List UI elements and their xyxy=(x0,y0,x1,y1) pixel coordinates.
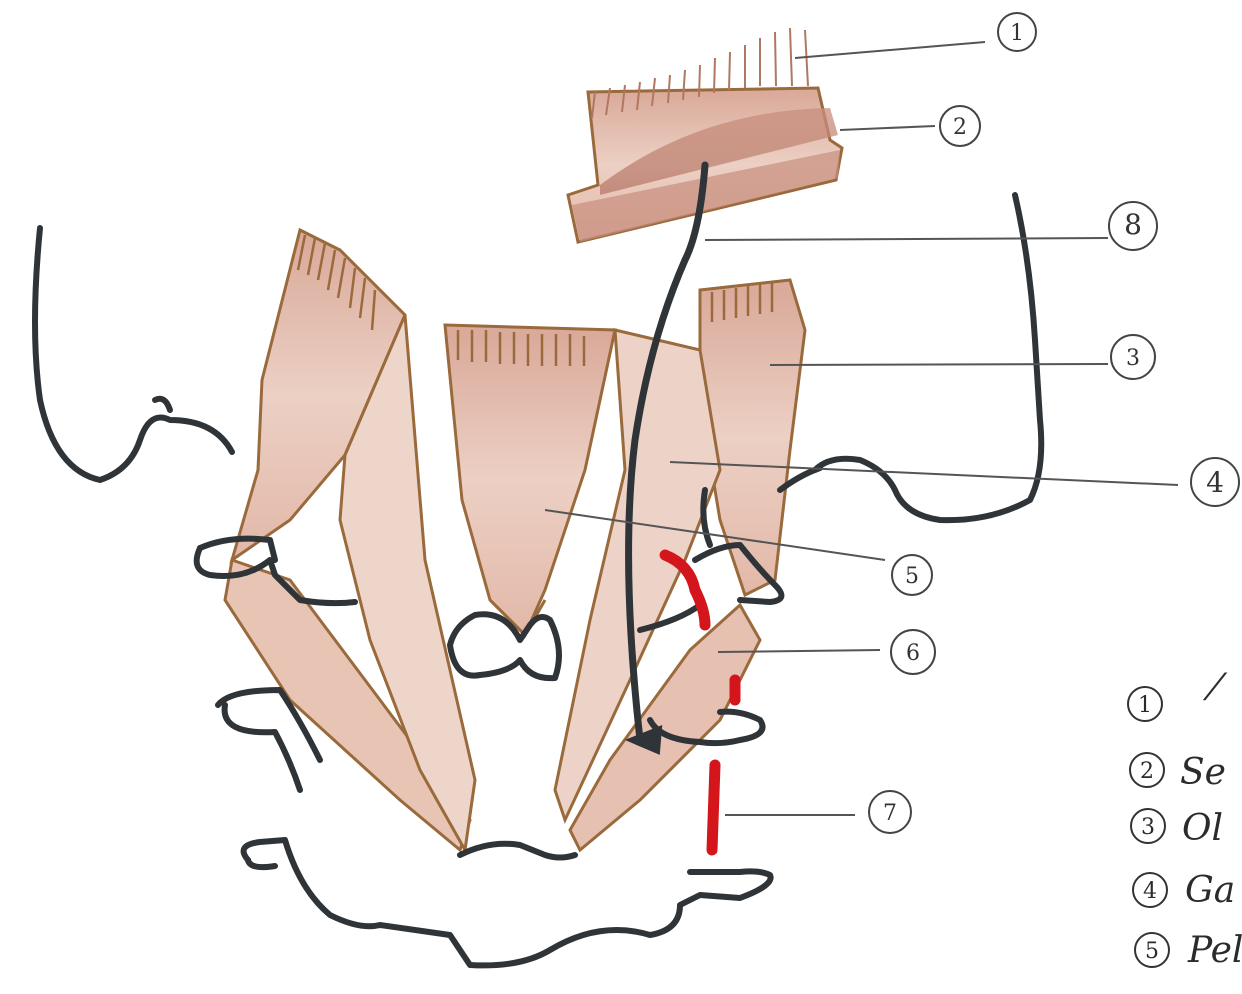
callouts xyxy=(869,13,1239,833)
legend-2-text: Se xyxy=(1180,752,1226,793)
legend-4-number: 4 xyxy=(1143,879,1157,904)
legend-2-number: 2 xyxy=(1140,759,1154,784)
callout-2-label: 2 xyxy=(953,115,967,140)
legend: 1 2 3 4 5 ⁄ Se Ol Ga Peli xyxy=(1128,668,1242,971)
central-muscle xyxy=(445,325,615,635)
callout-3-label: 3 xyxy=(1126,346,1140,371)
legend-3-number: 3 xyxy=(1141,815,1155,840)
callout-8-label: 8 xyxy=(1124,208,1142,241)
legend-4-text: Ga xyxy=(1185,870,1235,911)
legend-5-number: 5 xyxy=(1145,939,1159,964)
callout-7-label: 7 xyxy=(883,801,897,826)
legend-3-text: Ol xyxy=(1182,808,1223,849)
legend-5-text: Peli xyxy=(1187,930,1242,971)
occipital-muscle-band xyxy=(568,28,842,242)
callout-5-label: 5 xyxy=(905,564,919,589)
legend-1-text: ⁄ xyxy=(1202,668,1228,709)
callout-1-label: 1 xyxy=(1010,21,1024,46)
callout-6-label: 6 xyxy=(906,641,920,666)
legend-1-number: 1 xyxy=(1138,693,1152,718)
callout-4-label: 4 xyxy=(1206,466,1224,499)
